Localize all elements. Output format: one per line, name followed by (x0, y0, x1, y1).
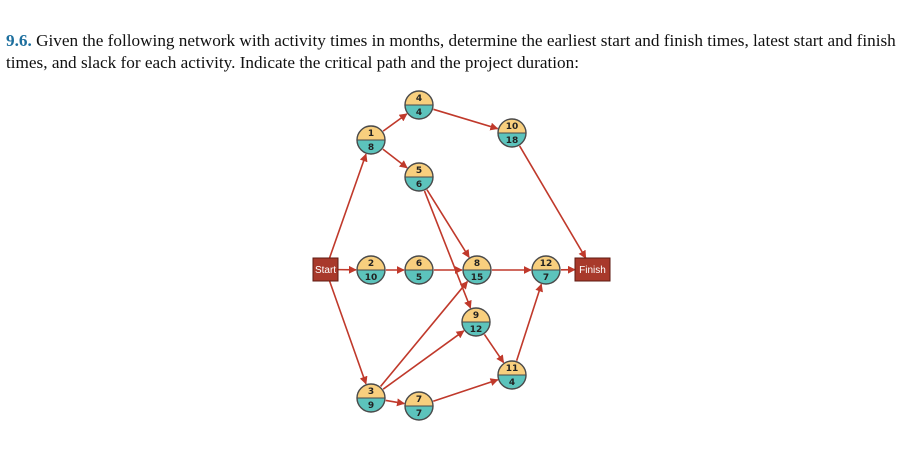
activity-node-2: 210 (356, 255, 386, 285)
activity-node-5: 56 (404, 162, 434, 192)
edge-10-finish (518, 145, 587, 259)
node-activity-time: 18 (506, 136, 519, 146)
finish-node: Finish (574, 257, 611, 282)
node-activity-time: 15 (471, 273, 484, 283)
node-activity-number: 5 (416, 166, 422, 176)
activity-node-4: 44 (404, 90, 434, 120)
node-activity-number: 9 (473, 311, 479, 321)
edge-3-8 (379, 280, 469, 387)
node-activity-number: 1 (368, 129, 374, 139)
node-bottom-half (462, 322, 490, 336)
node-activity-time: 10 (365, 273, 378, 283)
node-bottom-half (498, 133, 526, 147)
node-bottom-half (532, 270, 560, 284)
node-activity-number: 3 (368, 387, 374, 397)
node-activity-time: 7 (543, 273, 549, 283)
node-top-half (405, 392, 433, 406)
edge-start-3 (328, 280, 368, 385)
start-node: Start (312, 257, 339, 282)
node-activity-number: 12 (540, 259, 553, 269)
node-activity-time: 4 (416, 108, 422, 118)
node-bottom-half (405, 406, 433, 420)
node-activity-number: 10 (506, 122, 519, 132)
edge-start-1 (328, 153, 368, 259)
edge-4-10 (433, 108, 499, 131)
edge-5-9 (423, 190, 472, 309)
edge-7-11 (432, 378, 499, 403)
node-bottom-half (357, 270, 385, 284)
edge-3-9 (382, 330, 465, 390)
start-label: Start (315, 265, 336, 276)
activity-node-12: 127 (531, 255, 561, 285)
node-top-half (405, 91, 433, 105)
start-box (312, 257, 339, 282)
node-bottom-half (405, 177, 433, 191)
node-activity-number: 2 (368, 259, 374, 269)
node-bottom-half (498, 375, 526, 389)
node-activity-number: 4 (416, 94, 422, 104)
edge-1-4 (382, 113, 408, 132)
node-top-half (498, 361, 526, 375)
node-top-half (357, 256, 385, 270)
activity-node-11: 114 (497, 360, 527, 390)
edge-9-11 (483, 333, 505, 364)
node-bottom-half (357, 398, 385, 412)
activity-node-7: 77 (404, 391, 434, 421)
problem-statement: 9.6. Given the following network with ac… (6, 30, 914, 74)
node-activity-number: 7 (416, 395, 422, 405)
activity-node-3: 39 (356, 383, 386, 413)
activity-node-8: 815 (462, 255, 492, 285)
node-top-half (357, 384, 385, 398)
node-top-half (405, 163, 433, 177)
node-activity-number: 11 (506, 364, 519, 374)
problem-number: 9.6. (6, 31, 32, 50)
node-top-half (462, 308, 490, 322)
node-top-half (498, 119, 526, 133)
activity-node-6: 65 (404, 255, 434, 285)
node-bottom-half (357, 140, 385, 154)
node-activity-number: 6 (416, 259, 422, 269)
edge-3-7 (385, 398, 405, 407)
node-activity-time: 5 (416, 273, 422, 283)
node-bottom-half (463, 270, 491, 284)
node-top-half (357, 126, 385, 140)
node-top-half (463, 256, 491, 270)
finish-box (574, 257, 611, 282)
node-bottom-half (405, 270, 433, 284)
node-activity-time: 6 (416, 180, 422, 190)
edge-5-8 (426, 189, 470, 258)
node-bottom-half (405, 105, 433, 119)
node-activity-time: 8 (368, 143, 374, 153)
node-activity-time: 12 (470, 325, 483, 335)
node-activity-time: 4 (509, 378, 515, 388)
node-top-half (405, 256, 433, 270)
edge-layer (328, 108, 587, 407)
finish-label: Finish (579, 265, 606, 276)
node-activity-number: 8 (474, 259, 480, 269)
node-activity-time: 9 (368, 401, 374, 411)
activity-node-9: 912 (461, 307, 491, 337)
activity-node-1: 18 (356, 125, 386, 155)
node-top-half (532, 256, 560, 270)
problem-text: Given the following network with activit… (6, 31, 896, 72)
node-activity-time: 7 (416, 409, 422, 419)
edge-11-12 (515, 283, 543, 361)
edge-1-5 (382, 148, 408, 169)
